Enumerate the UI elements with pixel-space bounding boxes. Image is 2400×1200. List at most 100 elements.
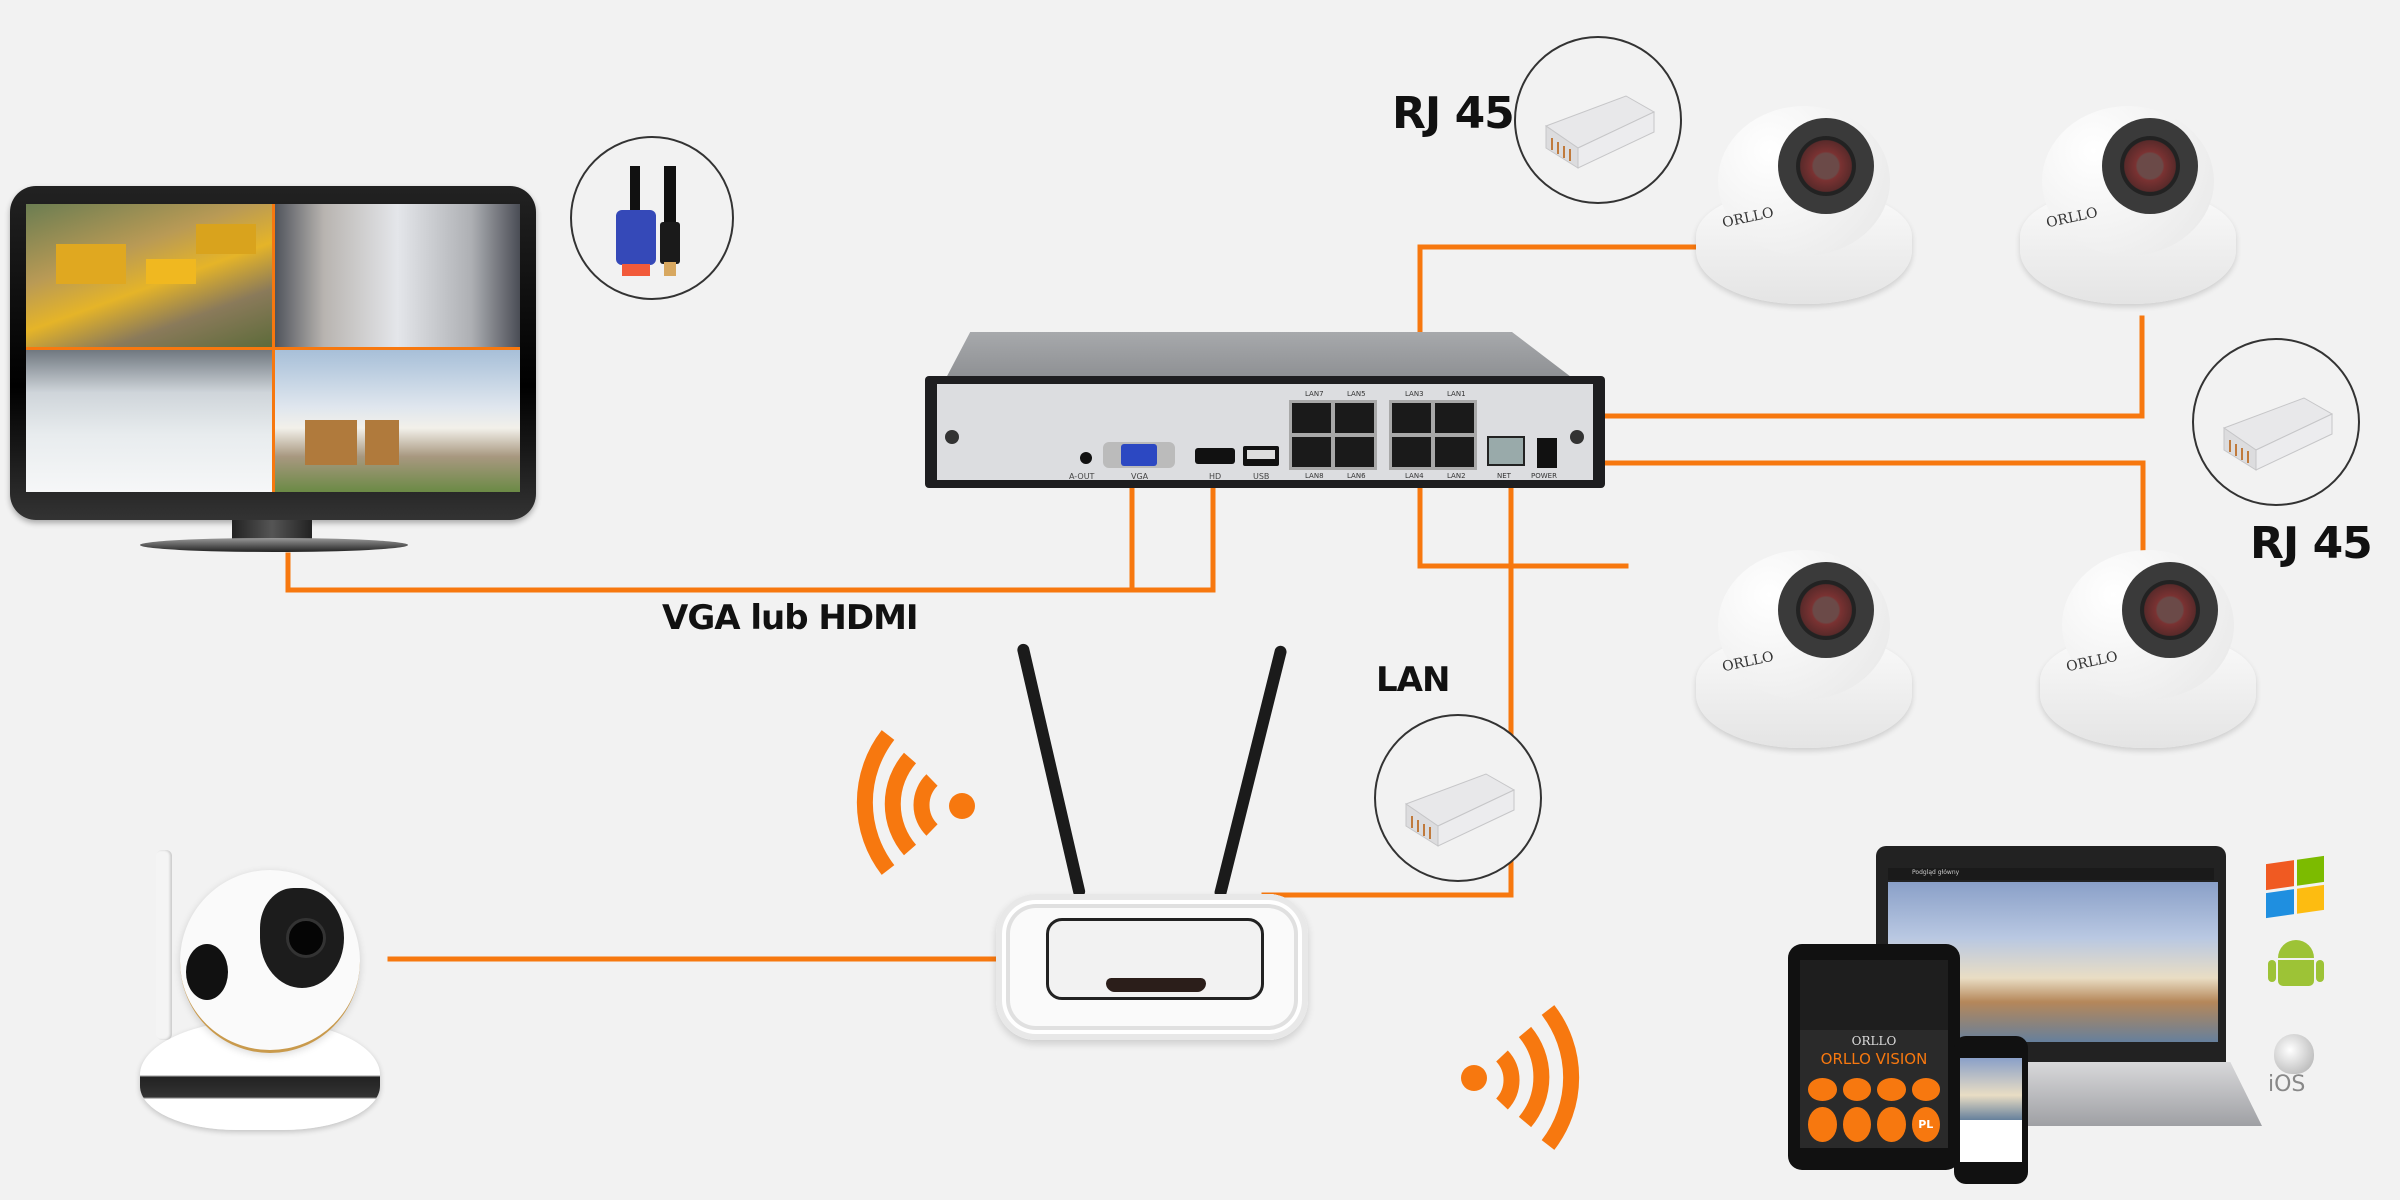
monitor-stand-neck (232, 520, 312, 542)
ptz-head (180, 870, 360, 1053)
router-led-strip (1106, 978, 1206, 992)
tablet-feature-icon (1808, 1078, 1837, 1101)
apple-icon (2274, 1034, 2314, 1074)
lan-block-1 (1289, 400, 1377, 470)
rj45-plug-icon (2222, 397, 2334, 471)
port-lan6 (1335, 437, 1374, 467)
tablet-feature-icon (1842, 1078, 1871, 1101)
label-a-out: A-OUT (1069, 472, 1095, 481)
cable-lan1-camera2 (1441, 315, 2145, 419)
port-net (1487, 436, 1525, 466)
port-usb (1243, 446, 1279, 466)
dome-camera-1: ORLLO (1692, 96, 1916, 320)
port-lan5 (1335, 403, 1374, 433)
label-vga-hdmi: VGA lub HDMI (662, 598, 919, 638)
rj45-plug-icon (1404, 773, 1516, 847)
screw-right (1570, 430, 1584, 444)
cable-monitor-vga (285, 467, 1135, 593)
lan-plug-thumbnail (1374, 714, 1542, 882)
tablet-language-badge: PL (1911, 1106, 1940, 1142)
label-net: NET (1497, 472, 1511, 480)
feed-construction-site (26, 204, 272, 347)
antenna-right (1213, 644, 1288, 900)
label-lan2: LAN2 (1447, 472, 1466, 480)
dome-camera-3: ORLLO (1692, 540, 1916, 764)
wifi-signal-icon-left (856, 730, 975, 875)
label-lan4: LAN4 (1405, 472, 1424, 480)
rj45-thumbnail-top (1514, 36, 1682, 204)
port-lan8 (1292, 437, 1331, 467)
wifi-signal-icon-right (1461, 1005, 1580, 1150)
label-lan1: LAN1 (1447, 390, 1466, 398)
nvr-recorder: A-OUT VGA HD USB LAN7 LAN5 LAN8 LAN6 LAN… (925, 332, 1605, 492)
cable-lan2-camera4 (1441, 460, 2146, 551)
tablet-app-name: ORLLO VISION (1820, 1050, 1928, 1068)
dome-lens (1796, 580, 1856, 640)
lan-block-2 (1389, 400, 1477, 470)
tablet: ORLLO ORLLO VISION PL (1788, 944, 1960, 1170)
platform-icons: iOS (2260, 855, 2330, 1097)
feed-factory-floor (26, 349, 272, 492)
feed-warehouse (274, 204, 520, 347)
port-lan7 (1292, 403, 1331, 433)
ptz-wifi-camera (130, 840, 390, 1140)
tablet-feature-icon (1877, 1078, 1906, 1101)
tablet-feature-icon (1877, 1106, 1906, 1142)
tablet-feature-grid: PL (1808, 1078, 1940, 1142)
cable-lan4-camera3 (1417, 460, 1629, 569)
port-power (1537, 438, 1557, 468)
ptz-lens-panel (260, 888, 344, 988)
feed-house-garage (274, 349, 520, 492)
label-power: POWER (1531, 472, 1557, 480)
rj45-thumbnail-right (2192, 338, 2360, 506)
label-lan7: LAN7 (1305, 390, 1324, 398)
label-lan3: LAN3 (1405, 390, 1424, 398)
port-lan3 (1392, 403, 1431, 433)
ios-label: iOS (2268, 1072, 2306, 1097)
dome-lens (2140, 580, 2200, 640)
laptop-app-tab: Podgląd główny (1912, 869, 1960, 876)
ptz-side-speaker (186, 944, 228, 1000)
dome-camera-2: ORLLO (2016, 96, 2240, 320)
windows-icon (2266, 855, 2324, 919)
tablet-camera-graphic (1800, 960, 1948, 1030)
monitor-screen (26, 204, 520, 492)
tablet-feature-icon (1911, 1078, 1940, 1101)
wifi-router (990, 640, 1320, 1040)
laptop-app-bar: Podgląd główny (1888, 868, 2214, 880)
port-lan1 (1435, 403, 1474, 433)
vga-hdmi-cable-thumbnail (570, 136, 734, 300)
smartphone (1954, 1036, 2028, 1184)
label-lan: LAN (1376, 660, 1450, 700)
smartphone-screen (1960, 1058, 2022, 1162)
vga-hdmi-plug-icon (616, 166, 680, 276)
port-audio-out (1080, 452, 1092, 464)
port-hdmi (1195, 448, 1235, 464)
port-vga (1103, 442, 1175, 468)
label-rj45-right: RJ 45 (2250, 518, 2373, 569)
tablet-brand: ORLLO (1851, 1034, 1897, 1048)
port-lan4 (1392, 437, 1431, 467)
dome-camera-4: ORLLO (2036, 540, 2260, 764)
label-lan8: LAN8 (1305, 472, 1324, 480)
antenna-left (1016, 642, 1087, 899)
label-vga: VGA (1131, 472, 1149, 481)
router-body (996, 894, 1308, 1040)
dome-lens (1796, 136, 1856, 196)
nvr-top-cover (945, 332, 1575, 380)
tablet-feature-icon (1842, 1106, 1871, 1142)
android-icon (2268, 940, 2324, 996)
label-usb: USB (1253, 472, 1270, 481)
monitor (10, 186, 536, 564)
cable-hdmi (1129, 459, 1216, 593)
tablet-screen: ORLLO ORLLO VISION PL (1800, 960, 1948, 1148)
port-lan2 (1435, 437, 1474, 467)
dome-lens (2120, 136, 2180, 196)
label-rj45-top: RJ 45 (1392, 88, 1515, 139)
ptz-antenna (156, 850, 172, 1040)
label-lan6: LAN6 (1347, 472, 1366, 480)
screw-left (945, 430, 959, 444)
rj45-plug-icon (1544, 95, 1656, 169)
cable-net-router (1261, 457, 1514, 898)
label-hd: HD (1209, 472, 1222, 481)
